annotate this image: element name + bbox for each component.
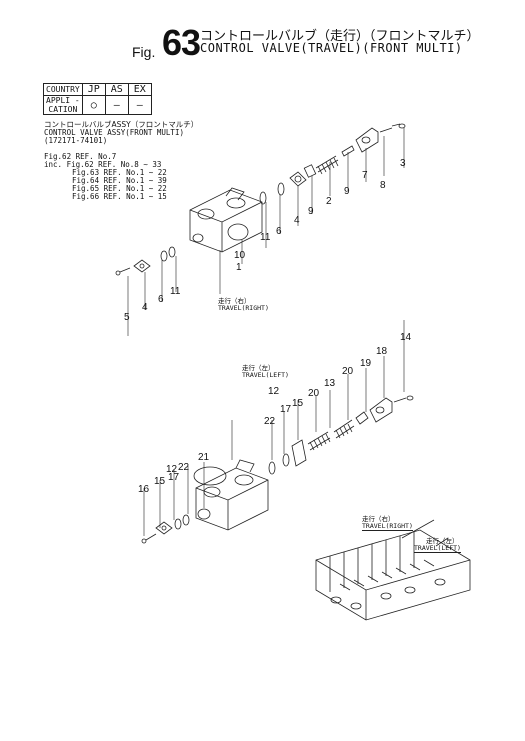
applicability-table: COUNTRY JP AS EX APPLI -CATION ○ — — bbox=[43, 83, 152, 115]
callout-19: 19 bbox=[360, 358, 372, 369]
inset-full-assembly bbox=[315, 519, 471, 621]
figure-title-japanese: コントロールバルブ（走行）（フロントマルチ） bbox=[200, 29, 480, 44]
callout-22: 22 bbox=[264, 416, 276, 427]
upper-valve-body bbox=[189, 187, 263, 253]
inset-travel-left-jp: 走行（左） bbox=[426, 537, 459, 545]
callout-18: 18 bbox=[376, 346, 388, 357]
callout-6: 6 bbox=[276, 226, 282, 237]
application-label-line1: APPLI - bbox=[46, 96, 80, 105]
figure-prefix: Fig. bbox=[132, 44, 156, 60]
applicability-mark-ex: — bbox=[127, 95, 152, 115]
upper-leader-lines bbox=[127, 128, 405, 336]
lower-small-parts bbox=[141, 395, 414, 544]
reference-item: inc. Fig.62 REF. No.8 ~ 33 bbox=[44, 160, 162, 169]
callout-2: 2 bbox=[326, 196, 332, 207]
assembly-name-english: CONTROL VALVE ASSY(FRONT MULTI) bbox=[44, 128, 184, 137]
callout-4: 4 bbox=[142, 302, 148, 313]
callout-15: 15 bbox=[154, 476, 166, 487]
reference-item: Fig.62 REF. No.7 bbox=[44, 152, 117, 161]
inset-travel-left-en: TRAVEL(LEFT) bbox=[414, 544, 461, 553]
assembly-part-number: (172171-74101) bbox=[44, 136, 108, 145]
callout-16: 16 bbox=[138, 484, 150, 495]
callout-14: 14 bbox=[400, 332, 412, 343]
lower-leader-lines bbox=[143, 320, 405, 536]
lower-valve-body bbox=[193, 459, 269, 531]
callout-12: 12 bbox=[166, 464, 178, 475]
callout-7: 7 bbox=[362, 170, 368, 181]
upper-small-parts bbox=[115, 123, 406, 276]
inset-travel-right-en: TRAVEL(RIGHT) bbox=[362, 522, 413, 531]
figure-number: 63 bbox=[162, 22, 201, 63]
callout-13: 13 bbox=[324, 378, 336, 389]
callout-11: 11 bbox=[260, 232, 271, 243]
callout-20: 20 bbox=[308, 388, 320, 399]
travel-right-label-jp: 走行（右） bbox=[218, 297, 251, 305]
callout-21: 21 bbox=[198, 452, 210, 463]
callout-5: 5 bbox=[124, 312, 130, 323]
callout-1: 1 bbox=[236, 262, 242, 273]
reference-item: Fig.66 REF. No.1 ~ 15 bbox=[72, 192, 167, 201]
reference-item: Fig.63 REF. No.1 ~ 22 bbox=[72, 168, 167, 177]
travel-left-label-en: TRAVEL(LEFT) bbox=[242, 371, 289, 379]
travel-left-label-jp: 走行（左） bbox=[242, 364, 275, 372]
application-label-line2: CATION bbox=[48, 105, 78, 114]
assembly-name-japanese: コントロールバルブASSY（フロントマルチ） bbox=[44, 120, 199, 129]
callout-17: 17 bbox=[280, 404, 292, 415]
callout-11: 11 bbox=[170, 286, 181, 297]
callout-6: 6 bbox=[158, 294, 164, 305]
figure-title-english: CONTROL VALVE(TRAVEL)(FRONT MULTI) bbox=[200, 41, 463, 55]
reference-item: Fig.64 REF. No.1 ~ 39 bbox=[72, 176, 167, 185]
callout-10: 10 bbox=[234, 250, 246, 261]
callout-15: 15 bbox=[292, 398, 304, 409]
callout-9: 9 bbox=[308, 206, 314, 217]
inset-travel-right-jp: 走行（右） bbox=[362, 515, 395, 523]
callout-9: 9 bbox=[344, 186, 350, 197]
callout-12: 12 bbox=[268, 386, 280, 397]
assembly-description: コントロールバルブASSY（フロントマルチ） CONTROL VALVE ASS… bbox=[44, 121, 198, 145]
callout-4: 4 bbox=[294, 215, 300, 226]
callout-22: 22 bbox=[178, 462, 190, 473]
travel-right-label-en: TRAVEL(RIGHT) bbox=[218, 304, 269, 312]
callout-17: 17 bbox=[168, 472, 180, 483]
callout-3: 3 bbox=[400, 158, 406, 169]
reference-item: Fig.65 REF. No.1 ~ 22 bbox=[72, 184, 167, 193]
callout-20: 20 bbox=[342, 366, 354, 377]
reference-list: Fig.62 REF. No.7 inc. Fig.62 REF. No.8 ~… bbox=[44, 153, 167, 201]
callout-8: 8 bbox=[380, 180, 386, 191]
